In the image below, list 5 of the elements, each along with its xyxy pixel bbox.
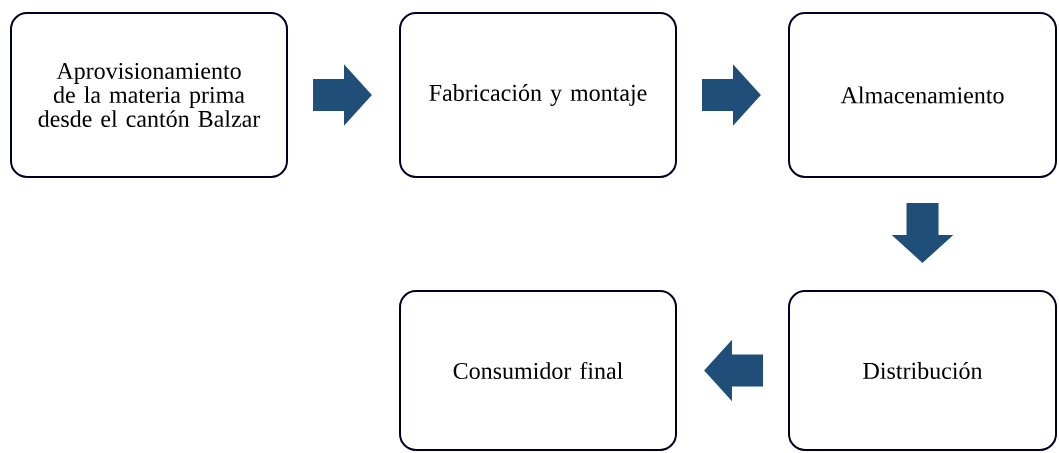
process-box: Almacenamiento xyxy=(788,12,1057,178)
process-box: Consumidor final xyxy=(399,290,677,451)
process-box: Aprovisionamiento de la materia prima desde el cantón Balzar xyxy=(10,12,288,178)
process-box: Distribución xyxy=(788,290,1057,451)
process-box: Fabricación y montaje xyxy=(399,12,677,178)
